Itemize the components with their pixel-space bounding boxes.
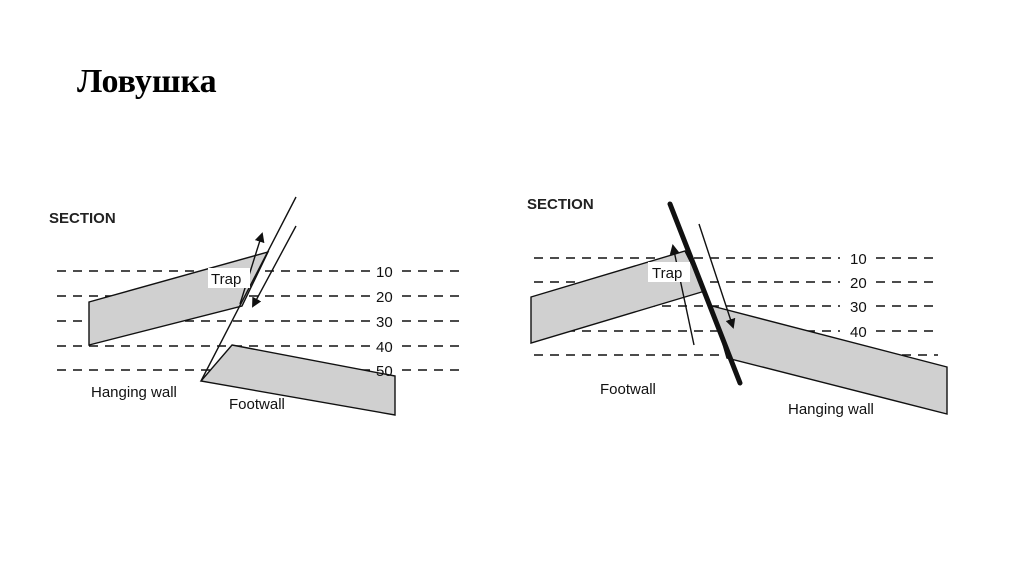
- footwall-bed: [199, 344, 396, 416]
- footwall-label: Footwall: [229, 396, 285, 413]
- depth-label: 10: [850, 251, 867, 268]
- depth-label: 30: [850, 299, 867, 316]
- depth-label: 40: [376, 339, 393, 356]
- trap-label: Trap: [652, 265, 682, 282]
- slide-title: Ловушка: [77, 63, 217, 100]
- depth-label: 30: [376, 314, 393, 331]
- section-heading: SECTION: [527, 196, 594, 213]
- footwall-label: Footwall: [600, 381, 656, 398]
- hanging-wall-bed: [710, 305, 948, 415]
- hanging-wall-label: Hanging wall: [788, 401, 874, 418]
- depth-label: 20: [850, 275, 867, 292]
- trap-label-bg: [648, 262, 690, 282]
- depth-label: 50: [376, 363, 393, 380]
- depth-label: 10: [376, 264, 393, 281]
- down-arrow: [698, 223, 736, 329]
- depth-label: 40: [850, 324, 867, 341]
- trap-label-bg: [208, 268, 250, 288]
- down-arrow: [252, 225, 297, 308]
- fault-line: [200, 196, 297, 382]
- trap-label: Trap: [211, 271, 241, 288]
- diagram-left: SECTION: [49, 196, 462, 416]
- fault-line: [667, 201, 743, 386]
- hanging-wall-label: Hanging wall: [91, 384, 177, 401]
- diagram-right: SECTION Trap: [527, 196, 948, 418]
- up-arrow: [239, 232, 265, 305]
- depth-label: 20: [376, 289, 393, 306]
- section-heading: SECTION: [49, 210, 116, 227]
